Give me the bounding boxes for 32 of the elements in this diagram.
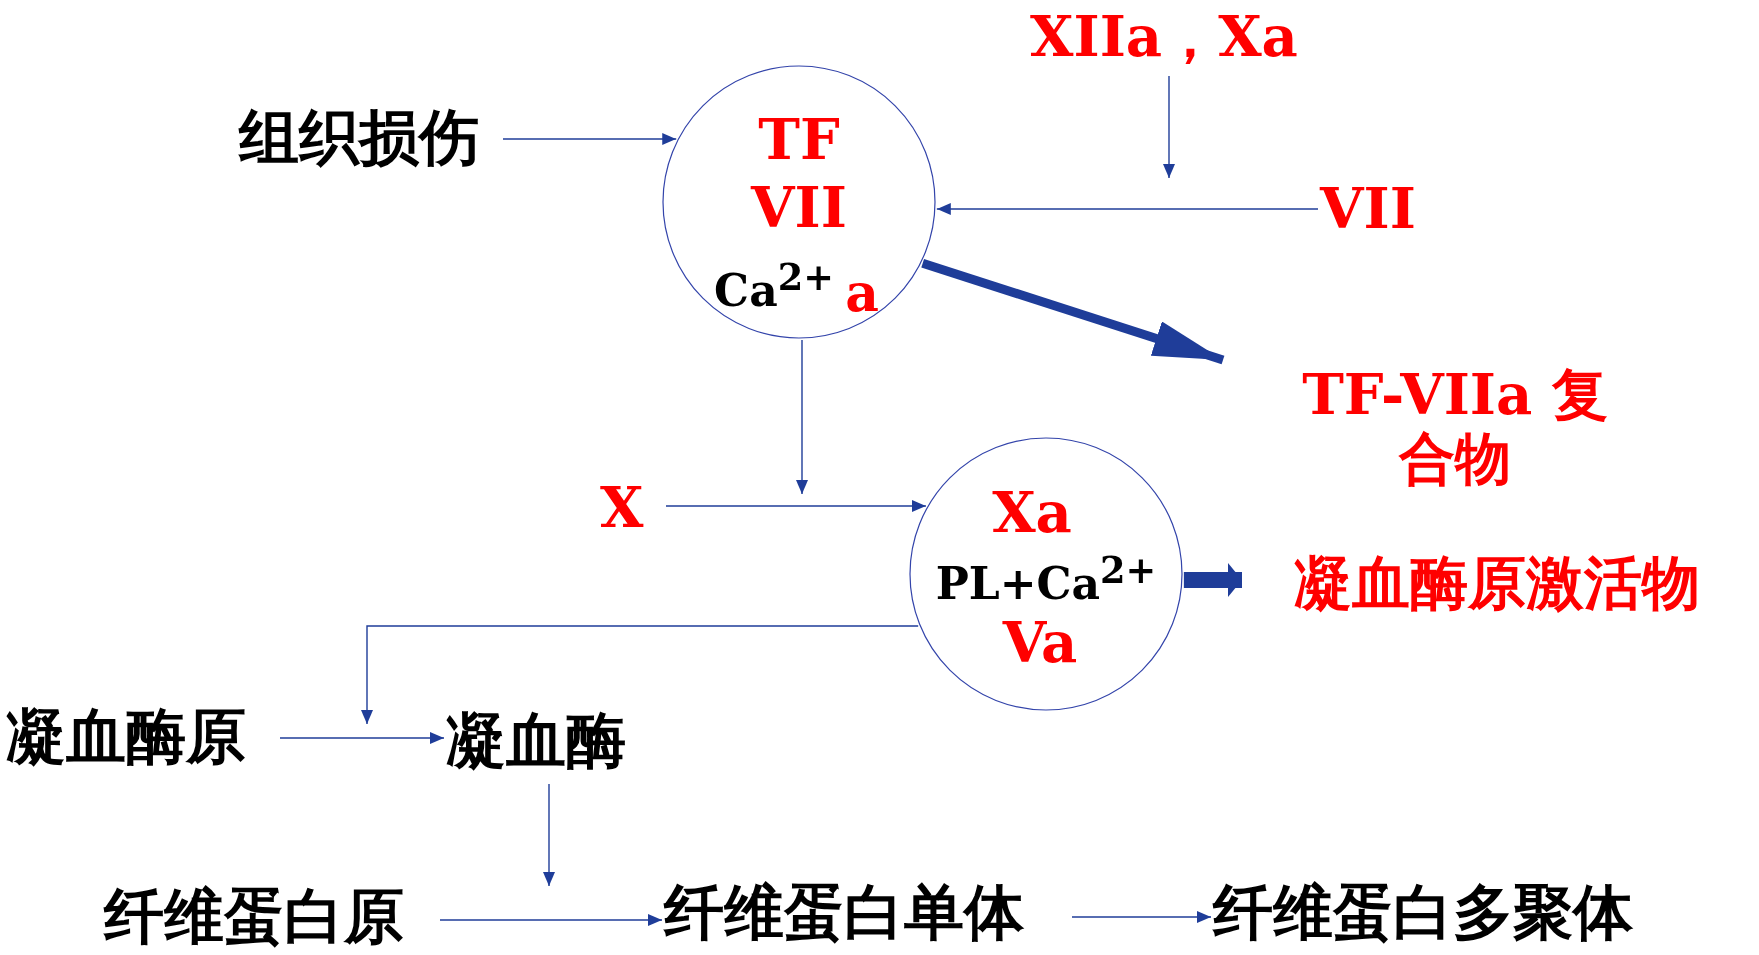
arrow bbox=[1183, 563, 1242, 597]
step-label: 凝血酶原 bbox=[6, 702, 246, 771]
factor-circle bbox=[909, 437, 1183, 711]
arrow bbox=[936, 203, 1319, 215]
arrow bbox=[796, 339, 808, 495]
step-label: 纤维蛋白多聚体 bbox=[1213, 878, 1633, 947]
arrow bbox=[921, 258, 1225, 365]
arrow bbox=[502, 133, 677, 145]
factor-label: a bbox=[845, 264, 879, 322]
factor-label: Va bbox=[1002, 612, 1078, 674]
arrow bbox=[439, 914, 663, 926]
arrow bbox=[543, 783, 555, 887]
step-label: X bbox=[600, 475, 644, 540]
arrow bbox=[361, 625, 919, 725]
arrow bbox=[665, 500, 927, 512]
arrow bbox=[1163, 75, 1175, 179]
factor-label: Xa bbox=[992, 482, 1072, 544]
factor-circle bbox=[662, 65, 936, 339]
step-label: 纤维蛋白原 bbox=[104, 882, 404, 951]
step-label: 纤维蛋白单体 bbox=[664, 878, 1024, 947]
arrow bbox=[1071, 911, 1212, 923]
step-label: VII bbox=[1320, 176, 1416, 241]
factor-label: PL+Ca$^{2+}$ bbox=[935, 551, 1157, 609]
factor-label: VII bbox=[751, 177, 847, 239]
factor-label: TF bbox=[758, 109, 840, 171]
step-label: 凝血酶原激活物 bbox=[1294, 550, 1701, 617]
step-label: 凝血酶 bbox=[446, 706, 626, 775]
step-label: 组织损伤 bbox=[239, 103, 479, 172]
arrow bbox=[279, 732, 445, 744]
factor-label: Ca$^{2+}$ bbox=[714, 258, 834, 316]
step-label: XIIa，Xa bbox=[1030, 4, 1298, 69]
step-label: TF-VIIa 复合物 bbox=[1301, 362, 1609, 491]
